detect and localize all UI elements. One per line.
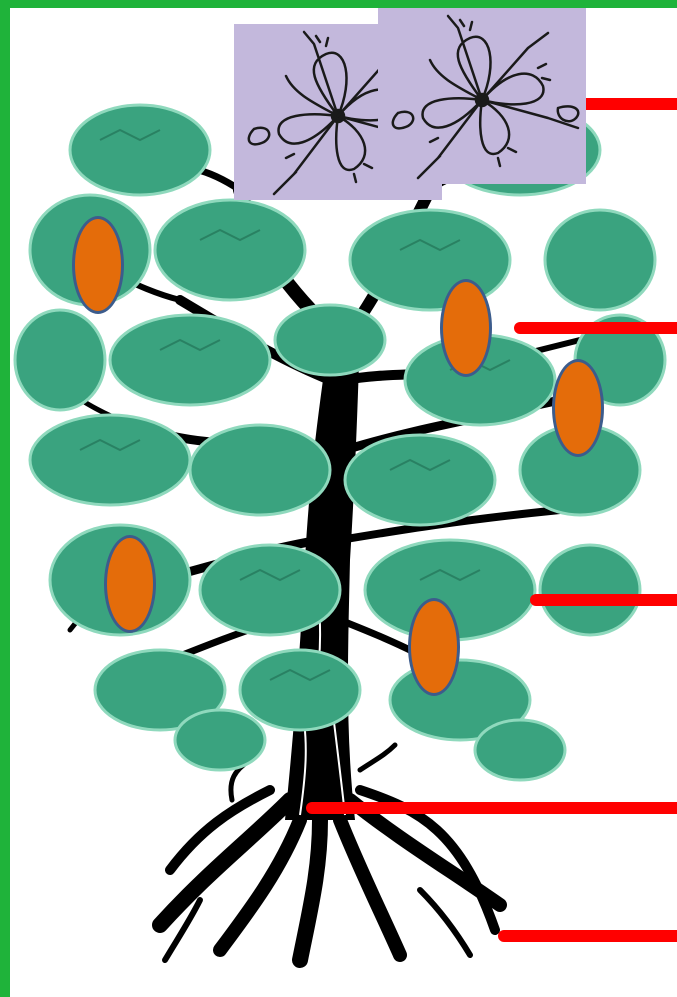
flower-panel-right [378, 8, 586, 184]
pointer-roots [498, 930, 677, 942]
fruit-center-upper [440, 279, 492, 377]
pointer-trunk [306, 802, 677, 814]
pointer-branches [530, 594, 677, 606]
pointer-flower [586, 98, 677, 110]
pointer-fruit [514, 322, 677, 334]
fruit-left-lower [104, 535, 156, 633]
fruit-right [552, 359, 604, 457]
fruit-center-lower [408, 598, 460, 696]
fruit-left-upper [72, 216, 124, 314]
flower-drawing-icon [378, 8, 586, 184]
